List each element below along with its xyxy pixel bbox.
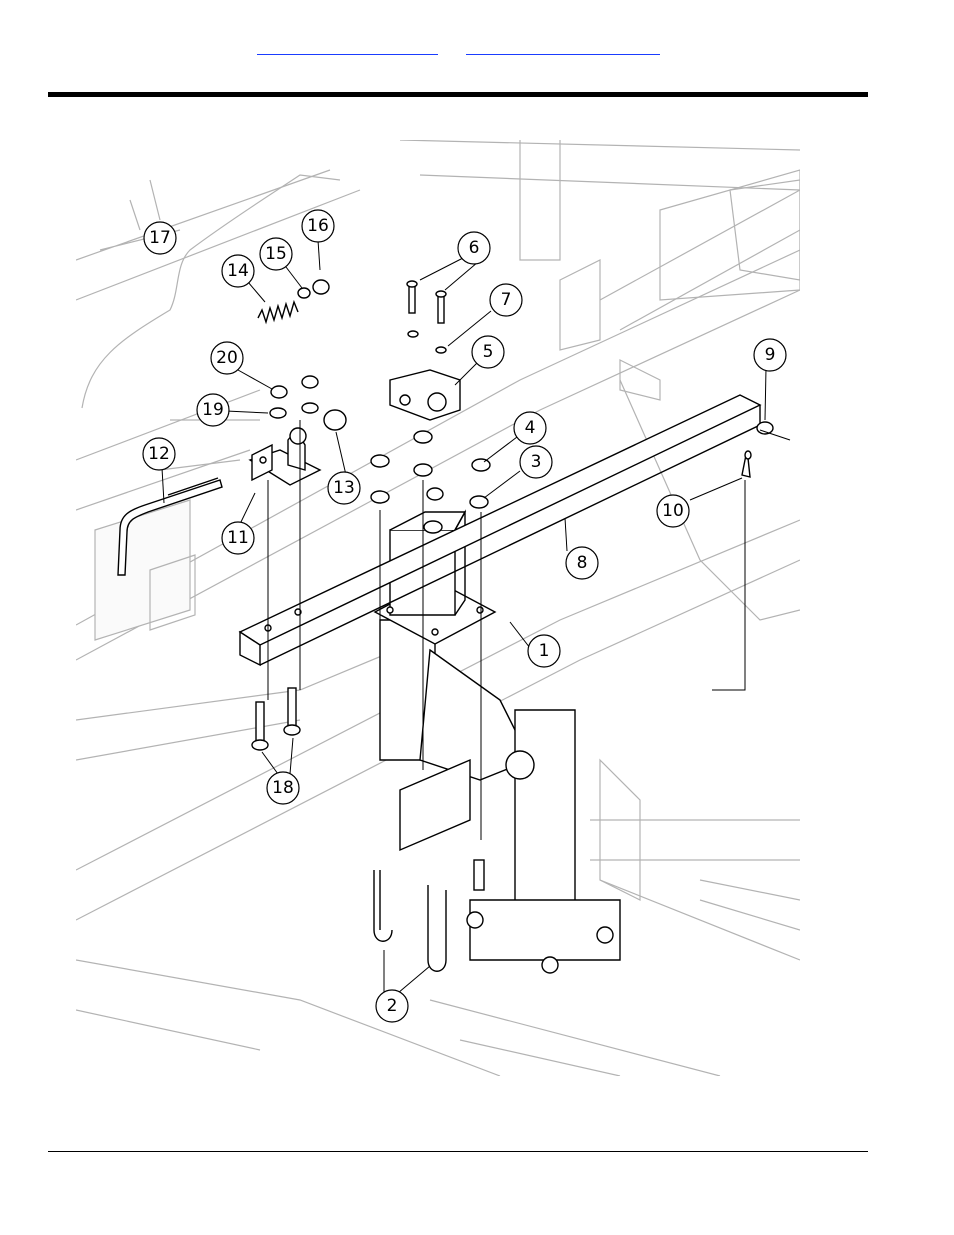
callout-19: 19 (197, 394, 229, 426)
callout-label: 8 (577, 553, 588, 573)
callout-label: 17 (149, 228, 171, 248)
callout-11: 11 (222, 522, 254, 554)
callout-5: 5 (472, 336, 504, 368)
bolts-6 (407, 281, 446, 323)
callout-label: 16 (307, 216, 329, 236)
callout-label: 4 (525, 418, 536, 438)
callout-3: 3 (520, 446, 552, 478)
callout-16: 16 (302, 210, 334, 242)
callout-10: 10 (657, 495, 689, 527)
callout-label: 12 (148, 444, 170, 464)
callout-label: 15 (265, 244, 287, 264)
footer-rule (48, 1151, 868, 1152)
callout-9: 9 (754, 339, 786, 371)
pin (742, 451, 751, 477)
callout-label: 13 (333, 478, 355, 498)
exploded-parts-diagram: 1 2 3 4 5 6 7 8 9 10 11 12 13 14 15 16 1… (76, 140, 800, 1076)
callout-label: 19 (202, 400, 224, 420)
callout-7: 7 (490, 284, 522, 316)
callout-18: 18 (267, 772, 299, 804)
callout-label: 3 (531, 452, 542, 472)
callout-label: 7 (501, 290, 512, 310)
callout-13: 13 (328, 472, 360, 504)
callout-1: 1 (528, 635, 560, 667)
callout-4: 4 (514, 412, 546, 444)
callout-label: 2 (387, 996, 398, 1016)
callout-label: 6 (469, 238, 480, 258)
callout-15: 15 (260, 238, 292, 270)
callout-14: 14 (222, 255, 254, 287)
top-link-1[interactable] (257, 36, 438, 55)
callout-label: 5 (483, 342, 494, 362)
pivot-block (390, 370, 460, 420)
callout-12: 12 (143, 438, 175, 470)
spring (258, 302, 298, 322)
callout-label: 1 (539, 641, 550, 661)
callout-20: 20 (211, 342, 243, 374)
callout-8: 8 (566, 547, 598, 579)
callout-label: 18 (272, 778, 294, 798)
callout-17: 17 (144, 222, 176, 254)
callout-2: 2 (376, 990, 408, 1022)
callout-6: 6 (458, 232, 490, 264)
header-rule (48, 92, 868, 97)
callout-label: 20 (216, 348, 238, 368)
callout-label: 10 (662, 501, 684, 521)
callout-label: 9 (765, 345, 776, 365)
support-post (380, 620, 620, 973)
ear-bracket (250, 428, 320, 485)
callout-label: 14 (227, 261, 249, 281)
top-link-2[interactable] (466, 36, 660, 55)
callout-label: 11 (227, 528, 249, 548)
